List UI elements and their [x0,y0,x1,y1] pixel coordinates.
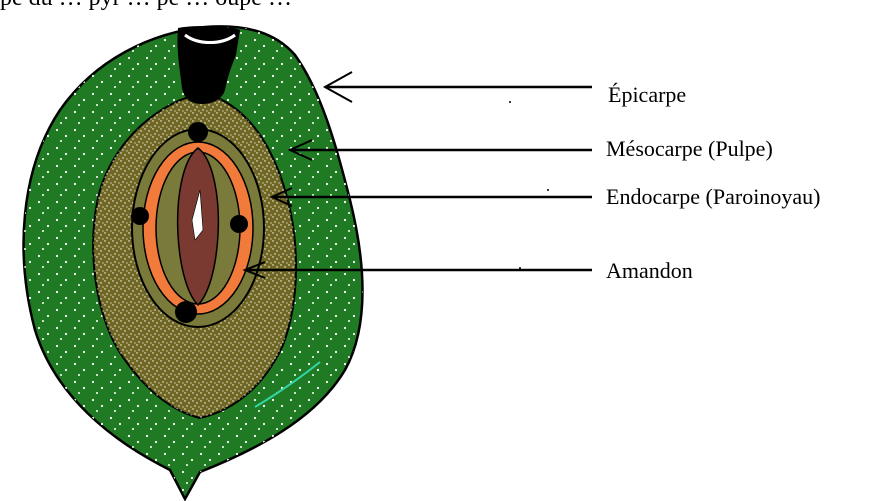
node-right [230,215,248,233]
label-epicarpe: Épicarpe [608,84,686,106]
label-amandon: Amandon [606,260,693,282]
node-top [188,122,208,142]
node-left [131,207,149,225]
node-bottom [175,301,197,323]
label-endocarpe: Endocarpe (Paroinoyau) [606,186,820,208]
label-mesocarpe: Mésocarpe (Pulpe) [606,138,773,160]
